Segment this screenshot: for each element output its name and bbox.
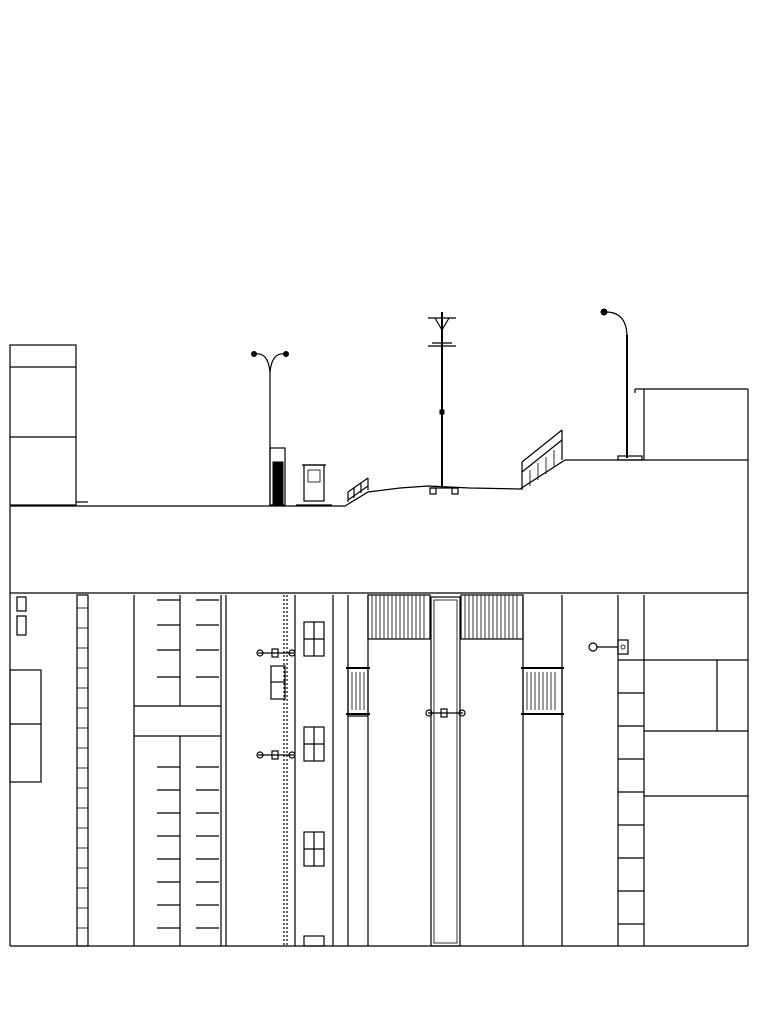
stacked-windows	[294, 595, 334, 947]
right-panels	[644, 659, 748, 797]
upper-grille	[367, 594, 524, 640]
left-tower	[9, 344, 88, 506]
divider-pillar	[225, 595, 288, 946]
stair-ramp-railing	[521, 429, 563, 490]
ticket-kiosk	[269, 447, 286, 506]
central-door	[425, 596, 466, 947]
right-building	[634, 388, 749, 460]
wall-lamp-single	[588, 639, 629, 655]
left-grand-column	[346, 595, 370, 946]
right-stone-pillar	[617, 595, 645, 946]
single-street-lamp	[600, 308, 643, 461]
wall-lamp-pair-lower	[256, 750, 296, 760]
small-railing	[347, 477, 369, 502]
ladder-column	[76, 594, 89, 947]
window-block	[133, 595, 222, 946]
wall-lamp-pair-upper	[256, 648, 296, 658]
double-street-lamp	[251, 351, 289, 505]
deck-slab	[9, 459, 749, 594]
utility-pole	[428, 312, 459, 495]
guard-booth	[296, 464, 332, 506]
left-panels	[9, 596, 42, 783]
right-grand-column	[521, 595, 564, 946]
